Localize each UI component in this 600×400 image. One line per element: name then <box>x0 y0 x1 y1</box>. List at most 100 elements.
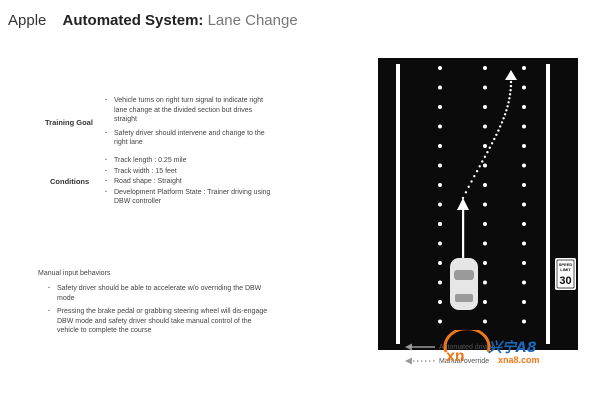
path-dot <box>503 113 507 116</box>
path-arrowhead-icon <box>505 70 517 80</box>
lane-marker-dot <box>483 222 487 226</box>
lane-marker-dot <box>522 163 526 168</box>
path-dot <box>467 185 470 188</box>
lane-marker-dot <box>438 261 442 265</box>
lane-marker-dot <box>522 105 526 109</box>
lane-marker-dot <box>522 183 526 187</box>
path-dot <box>505 109 508 112</box>
path-dot <box>475 170 479 173</box>
training-goal-bullet: Vehicle turns on right turn signal to in… <box>104 96 274 125</box>
manual-bullet: Safety driver should be able to accelera… <box>47 284 272 303</box>
lane-marker-dot <box>522 144 526 148</box>
watermark-logo: xn 兴宁A8 xna8.com <box>443 330 540 365</box>
lane-marker-dot <box>438 241 442 246</box>
path-dot <box>488 146 491 149</box>
lane-marker-dot <box>522 300 526 304</box>
legend-auto: Automated driving <box>405 342 495 352</box>
path-dot <box>493 137 496 141</box>
right-lane-line <box>546 64 550 344</box>
lane-marker-dot <box>483 202 487 207</box>
lane-marker-dot <box>483 85 487 90</box>
path-dot <box>490 142 494 145</box>
lane-marker-dot <box>438 85 442 90</box>
page-header: Apple Automated System: Lane Change <box>8 12 298 29</box>
lane-marker-dot <box>483 66 487 70</box>
lane-change-path <box>461 80 513 200</box>
straight-arrow-head-icon <box>457 198 469 210</box>
lane-marker-dot <box>438 280 442 285</box>
road-surface <box>378 58 578 350</box>
lane-marker-dot <box>483 319 487 324</box>
lane-marker-dot <box>483 280 487 285</box>
legend-auto-label: Automated driving <box>439 343 496 351</box>
lane-marker-dot <box>438 183 442 187</box>
lane-marker-dot <box>483 144 487 148</box>
lane-marker-dot <box>438 124 442 129</box>
lane-marker-dot <box>438 144 442 148</box>
lane-marker-dot <box>522 85 526 90</box>
lane-change-diagram: SPEED LIMIT 30 <box>378 58 578 350</box>
watermark-brand: 兴宁A8 <box>488 339 537 356</box>
vehicle-icon <box>450 258 478 310</box>
path-dot <box>509 80 513 84</box>
path-dot <box>509 89 512 92</box>
path-dot <box>507 101 510 104</box>
path-dot <box>499 125 502 128</box>
page-title: Automated System: <box>62 12 204 29</box>
lane-marker-dots <box>438 66 526 324</box>
lane-marker-dot <box>438 222 442 226</box>
lane-marker-dot <box>438 300 442 304</box>
lane-marker-dot <box>522 261 526 265</box>
lane-marker-dot <box>483 183 487 187</box>
condition-bullet: Track width : 15 feet <box>104 167 274 177</box>
legend-manual: Manual override <box>405 356 489 366</box>
lane-marker-dot <box>483 261 487 265</box>
left-lane-line <box>396 64 400 344</box>
lane-marker-dot <box>522 222 526 226</box>
lane-marker-dot <box>483 300 487 304</box>
training-goal-label: Training Goal <box>45 118 93 127</box>
path-dot <box>497 129 500 132</box>
sign-middle-text: LIMIT <box>560 267 571 272</box>
path-dot <box>509 84 513 88</box>
lane-marker-dot <box>483 241 487 246</box>
manual-input-section: Safety driver should be able to accelera… <box>47 284 272 337</box>
watermark-url: xna8.com <box>498 355 540 365</box>
manual-input-heading: Manual input behaviors <box>38 270 111 277</box>
lane-marker-dot <box>438 105 442 109</box>
conditions-label: Conditions <box>50 177 90 186</box>
path-dot <box>486 151 489 154</box>
lane-marker-dot <box>522 124 526 129</box>
dotted-arrow-icon <box>405 357 435 365</box>
path-dot <box>500 121 504 124</box>
lane-marker-dot <box>483 163 487 168</box>
speed-limit-sign: SPEED LIMIT 30 <box>555 258 576 290</box>
straight-arrow-shaft <box>462 208 465 263</box>
sign-top-text: SPEED <box>559 262 573 267</box>
page-subtitle: Lane Change <box>207 12 298 29</box>
diagram-legend: Automated driving Manual override <box>405 340 595 374</box>
lane-marker-dot <box>522 280 526 285</box>
solid-arrow-icon <box>405 343 435 351</box>
manual-bullet: Pressing the brake pedal or grabbing ste… <box>47 307 272 336</box>
lane-marker-dot <box>483 105 487 109</box>
condition-bullet: Track length : 0.25 mile <box>104 156 274 166</box>
path-dot <box>508 97 511 100</box>
training-goal-section: Vehicle turns on right turn signal to in… <box>104 96 274 152</box>
lane-marker-dot <box>522 66 526 70</box>
lane-marker-dot <box>438 202 442 207</box>
condition-bullet: Road shape : Straight <box>104 177 274 187</box>
condition-bullet: Development Platform State : Trainer dri… <box>104 188 274 207</box>
path-dot <box>470 180 473 183</box>
lane-marker-dot <box>483 124 487 129</box>
lane-marker-dot <box>522 319 526 324</box>
watermark-logo-text: xn <box>446 348 465 365</box>
lane-marker-dot <box>522 241 526 246</box>
path-dot <box>481 160 484 163</box>
path-dot <box>495 133 498 136</box>
training-goal-bullet: Safety driver should intervene and chang… <box>104 129 274 148</box>
path-dot <box>508 93 512 96</box>
lane-marker-dot <box>438 66 442 70</box>
path-dot <box>502 117 505 120</box>
legend-manual-label: Manual override <box>439 357 490 365</box>
